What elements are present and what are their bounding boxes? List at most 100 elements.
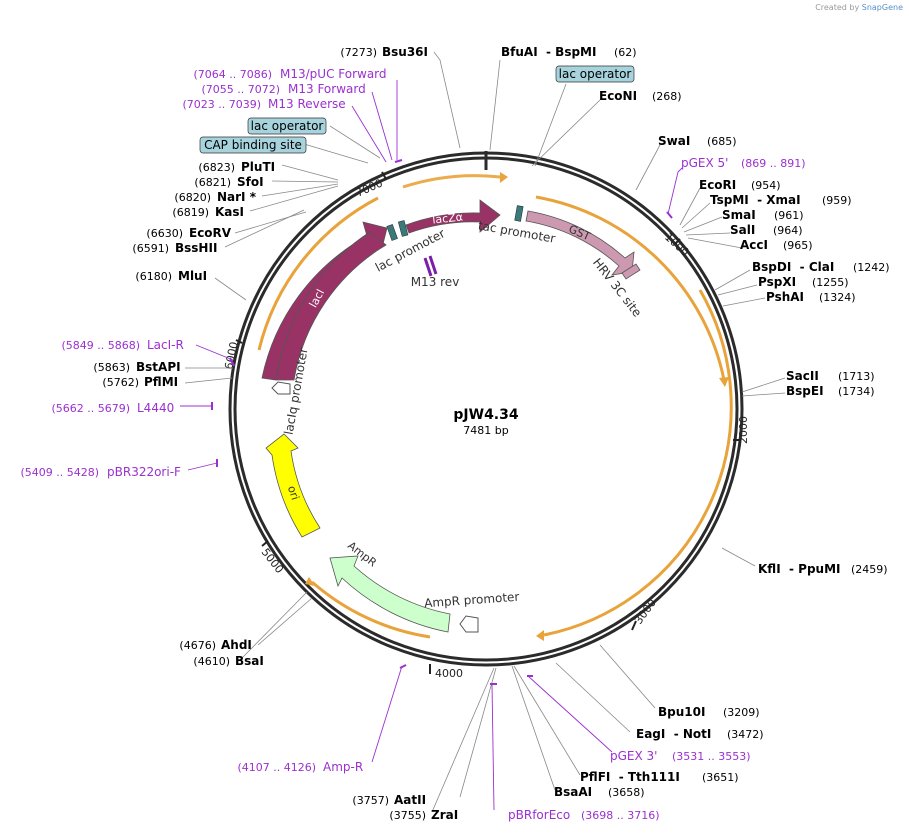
svg-text:(3755): (3755) — [389, 809, 426, 822]
svg-text:AhdI: AhdI — [221, 638, 252, 652]
svg-text:pGEX 5': pGEX 5' — [681, 156, 728, 170]
svg-text:TspMI - XmaI: TspMI - XmaI — [710, 193, 801, 207]
primer-m13-puc-forward: (7064 .. 7086)M13/pUC Forward — [193, 67, 386, 81]
svg-text:(7055 .. 7072): (7055 .. 7072) — [201, 83, 280, 96]
tick-3000: 3000 — [631, 596, 659, 631]
svg-text:SmaI: SmaI — [722, 208, 756, 222]
svg-text:L4440: L4440 — [137, 401, 174, 415]
primer-laci-r: (5849 .. 5868) LacI-R — [61, 338, 183, 352]
svg-text:EcoRI: EcoRI — [699, 178, 736, 192]
svg-text:lac operator: lac operator — [251, 119, 324, 133]
laciq-promoter-shape — [271, 381, 291, 395]
svg-text:5000: 5000 — [259, 546, 286, 576]
enzyme-KflI-PpuMI: KflI - PpuMI(2459) — [758, 562, 888, 576]
enzyme-EcoRI: EcoRI(954) — [699, 178, 781, 192]
svg-text:(6180): (6180) — [135, 270, 172, 283]
svg-text:(6819): (6819) — [172, 206, 209, 219]
svg-text:M13 Forward: M13 Forward — [288, 82, 366, 96]
svg-text:LacI-R: LacI-R — [147, 338, 184, 352]
svg-text:(1242): (1242) — [853, 261, 890, 274]
enzyme-Bsu36I: (7273)Bsu36I — [340, 45, 428, 59]
svg-text:CAP binding site: CAP binding site — [204, 138, 302, 152]
boxed-features: lac operator lac operator CAP binding si… — [199, 65, 635, 154]
enzyme-PluTI: (6823)PluTI — [198, 160, 275, 174]
enzyme-BfuAI-BspMI: BfuAI - BspMI(62) — [501, 45, 637, 59]
svg-text:EcoRV: EcoRV — [189, 226, 232, 240]
svg-text:(62): (62) — [614, 46, 637, 59]
svg-text:(965): (965) — [783, 239, 813, 252]
svg-text:(6591): (6591) — [132, 242, 169, 255]
svg-text:PshAI: PshAI — [766, 290, 804, 304]
svg-text:lac operator: lac operator — [559, 67, 632, 81]
svg-text:BspDI - ClaI: BspDI - ClaI — [752, 260, 834, 274]
enzyme-BsaI: (4610)BsaI — [193, 654, 263, 668]
svg-text:(959): (959) — [822, 194, 852, 207]
plasmid-title: pJW4.34 7481 bp — [453, 407, 518, 437]
svg-text:BstAPI: BstAPI — [136, 360, 181, 374]
svg-text:(3698 .. 3716): (3698 .. 3716) — [581, 809, 660, 822]
enzyme-BspDI-ClaI: BspDI - ClaI (1242) — [752, 260, 890, 274]
svg-text:(3531 .. 3553): (3531 .. 3553) — [672, 750, 751, 763]
svg-text:4000: 4000 — [435, 667, 463, 680]
enzyme-PshAI: PshAI(1324) — [766, 290, 856, 304]
primer-pbr322ori-f: (5409 .. 5428)pBR322ori-F — [20, 465, 181, 479]
svg-text:(4107 .. 4126): (4107 .. 4126) — [237, 761, 316, 774]
svg-text:PflMI: PflMI — [144, 375, 178, 389]
svg-text:(6630): (6630) — [146, 227, 183, 240]
svg-text:(5849 .. 5868): (5849 .. 5868) — [61, 339, 140, 352]
svg-text:7000: 7000 — [354, 176, 385, 199]
primer-pbrforeco: pBRforEco(3698 .. 3716) — [508, 808, 660, 822]
enzyme-PspXI: PspXI(1255) — [758, 275, 849, 289]
svg-text:SfoI: SfoI — [237, 175, 264, 189]
svg-text:(869 .. 891): (869 .. 891) — [741, 157, 806, 170]
primer-pgex-5: pGEX 5' (869 .. 891) — [681, 156, 806, 170]
enzyme-SfoI: (6821)SfoI — [194, 175, 263, 189]
enzyme-BssHII: (6591) BssHII — [132, 241, 217, 255]
snapgene-credit: Created by SnapGene — [815, 3, 903, 12]
svg-text:SacII: SacII — [786, 369, 819, 383]
ampr-promoter-shape — [459, 615, 479, 633]
enzyme-TspMI-XmaI: TspMI - XmaI (959) — [710, 193, 852, 207]
primer-amp-r: (4107 .. 4126)Amp-R — [237, 760, 363, 774]
svg-text:(5762): (5762) — [102, 376, 139, 389]
boxed-lac-operator-1: lac operator — [555, 65, 635, 83]
svg-text:(3757): (3757) — [352, 794, 389, 807]
primer-marks — [211, 159, 673, 685]
svg-text:(7273): (7273) — [340, 46, 377, 59]
svg-text:(3651): (3651) — [702, 771, 739, 784]
svg-text:(2459): (2459) — [851, 563, 888, 576]
tick-4000: 4000 — [429, 664, 463, 680]
svg-text:EagI - NotI: EagI - NotI — [636, 727, 711, 741]
orf-arcs — [257, 172, 733, 641]
svg-text:(5863): (5863) — [93, 361, 130, 374]
enzyme-SwaI: SwaI(685) — [658, 134, 737, 148]
orf-arc-right — [535, 195, 726, 381]
label-ampr-promoter: AmpR promoter — [424, 590, 520, 611]
svg-text:BssHII: BssHII — [175, 241, 217, 255]
enzyme-NarI: (6820)NarI * — [174, 190, 256, 204]
svg-text:BsaAI: BsaAI — [554, 785, 592, 799]
primer-pgex-3: pGEX 3'(3531 .. 3553) — [610, 749, 751, 763]
feature-lacI: lacI — [261, 221, 388, 381]
svg-text:M13/pUC Forward: M13/pUC Forward — [280, 67, 387, 81]
boxed-lac-operator-2: lac operator — [247, 117, 327, 135]
enzyme-KasI: (6819)KasI — [172, 205, 244, 219]
enzyme-PflMI: (5762) PflMI — [102, 375, 178, 389]
enzyme-AccI: AccI(965) — [740, 238, 813, 252]
enzyme-MluI: (6180)MluI — [135, 269, 207, 283]
svg-text:(1734): (1734) — [838, 385, 875, 398]
enzyme-leaders — [184, 51, 786, 813]
svg-text:(7023 .. 7039): (7023 .. 7039) — [182, 98, 261, 111]
enzyme-SalI: SalI(964) — [730, 223, 803, 237]
svg-text:(4610): (4610) — [193, 655, 230, 668]
enzyme-AatII: (3757)AatII — [352, 793, 426, 807]
feature-ori: ori — [265, 433, 321, 538]
svg-text:Bpu10I: Bpu10I — [658, 705, 705, 719]
svg-text:ZraI: ZraI — [431, 808, 458, 822]
svg-text:(6820): (6820) — [174, 191, 211, 204]
boxed-cap-binding-site: CAP binding site — [199, 136, 307, 154]
label-m13-rev: M13 rev — [411, 275, 460, 289]
enzyme-BspEI: BspEI(1734) — [786, 384, 875, 398]
feature-label-ori: ori — [285, 484, 302, 502]
